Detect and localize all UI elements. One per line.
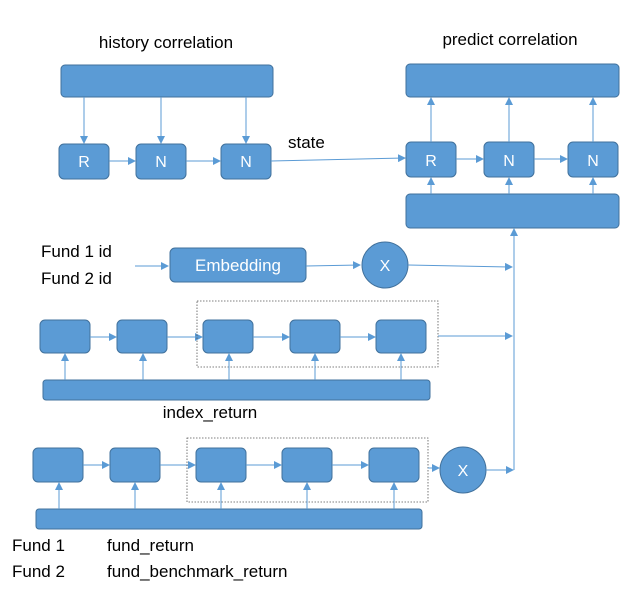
fund-benchmark-return-label: fund_benchmark_return [107,562,288,581]
multiply-node-bottom: X [439,446,487,494]
index-return-label: index_return [163,403,258,422]
index-cell-5 [375,319,427,354]
svg-text:N: N [240,154,252,171]
index-return-bar [42,379,431,401]
fund-cell-1 [32,447,84,483]
embedding-arrow [305,261,361,270]
svg-text:R: R [425,153,437,170]
fund2-id-label: Fund 2 id [41,269,112,288]
svg-text:Embedding: Embedding [195,256,281,275]
history-correlation-title: history correlation [99,33,233,52]
predict-cell-n1: N [483,141,535,178]
state-arrow [270,154,406,163]
index-cell-4 [289,319,341,354]
history-correlation-bar [60,64,274,98]
predict-cell-r: R [405,141,457,178]
svg-text:R: R [78,154,90,171]
fund2-label: Fund 2 [12,562,65,581]
state-label: state [288,133,325,152]
input-combine-bar [405,193,620,229]
index-cell-1 [39,319,91,354]
fund1-label: Fund 1 [12,536,65,555]
multiply-node-top: X [361,241,409,289]
predict-correlation-bar [405,63,620,98]
svg-text:X: X [458,463,469,480]
fund-cell-3 [195,447,247,483]
svg-text:X: X [380,258,391,275]
history-cell-n2: N [220,143,272,180]
fund1-id-label: Fund 1 id [41,242,112,261]
svg-text:N: N [503,153,515,170]
fund-return-label: fund_return [107,536,194,555]
fund-return-bar [35,508,423,530]
embedding-box: Embedding [169,247,307,283]
index-cell-2 [116,319,168,354]
svg-text:N: N [587,153,599,170]
predict-correlation-title: predict correlation [442,30,577,49]
svg-text:N: N [155,154,167,171]
index-cell-3 [202,319,254,354]
index-window-box [196,300,439,368]
fund-cell-2 [109,447,161,483]
predict-cell-n2: N [567,141,619,178]
history-cell-n1: N [135,143,187,180]
history-cell-r: R [58,143,110,180]
fund-window-box [186,437,429,503]
multiply-top-arrow [407,262,513,271]
fund-cell-4 [281,447,333,483]
fund-cell-5 [368,447,420,483]
